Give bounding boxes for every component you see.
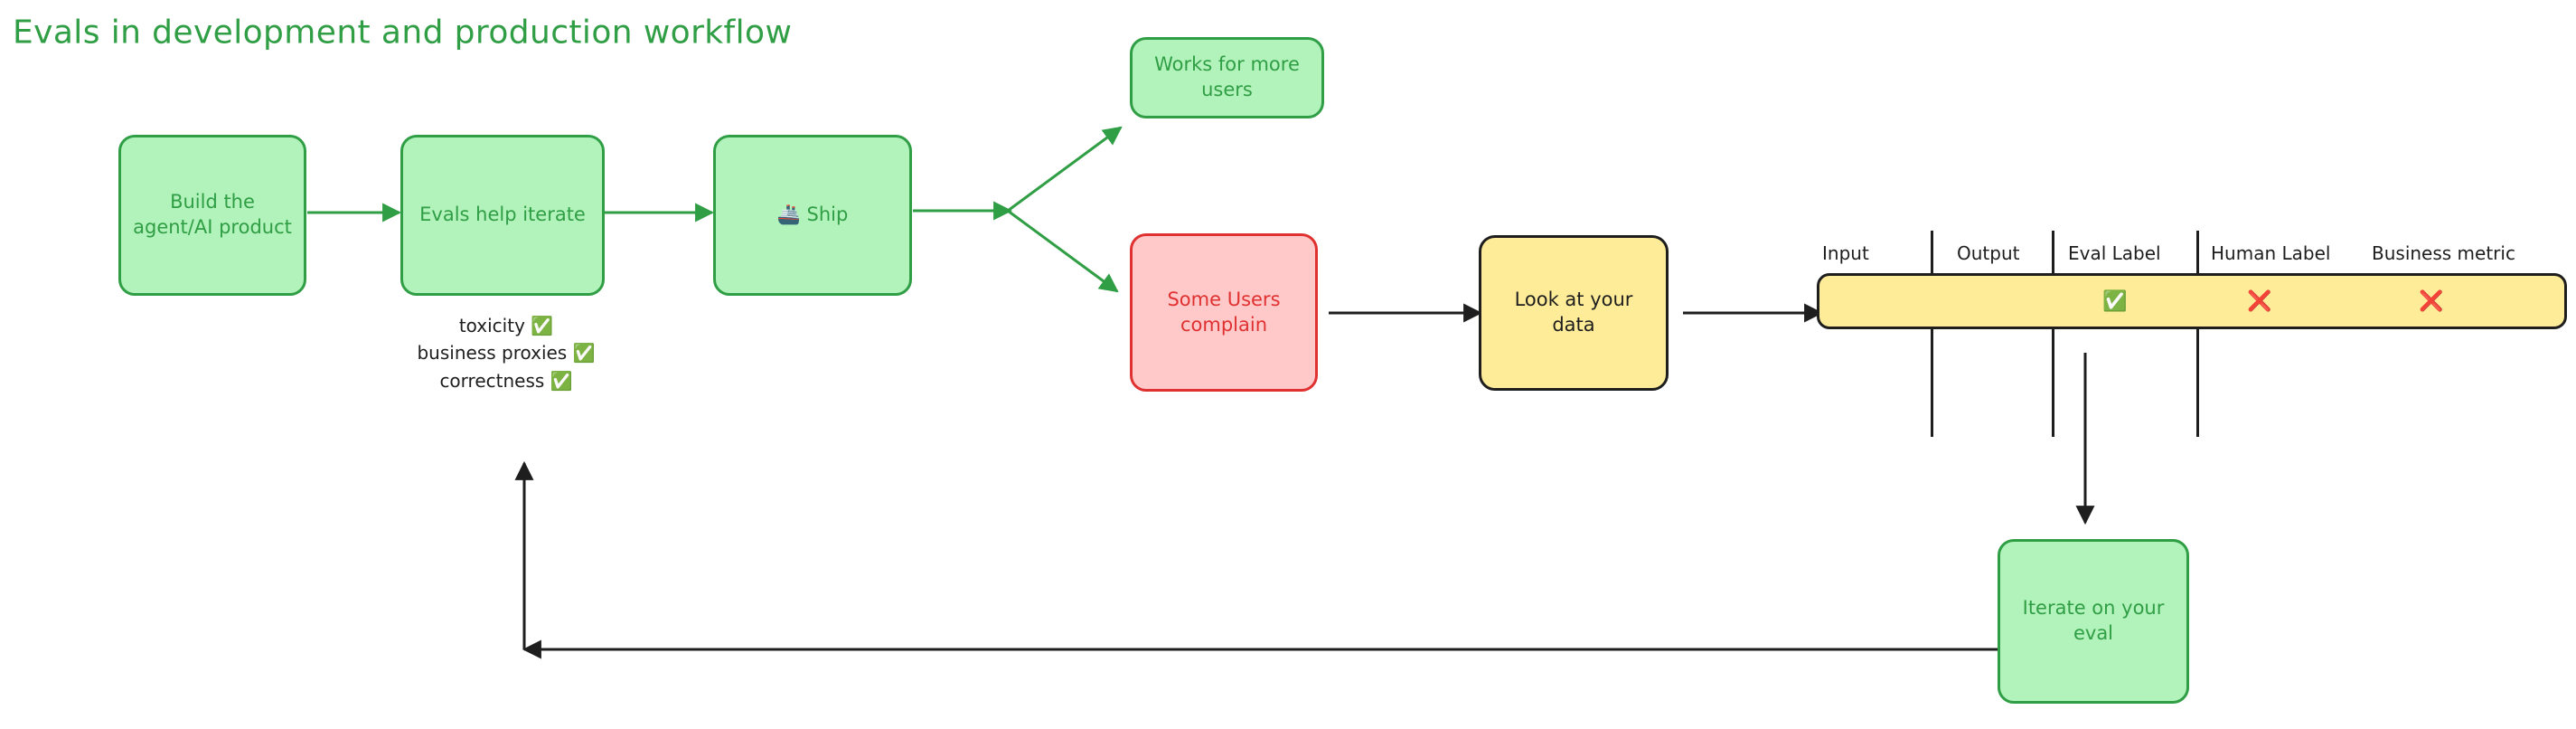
cell-eval-label-value: ✅ [2102, 290, 2128, 313]
node-some-users-complain-label: Some Users complain [1167, 288, 1281, 336]
table-row[interactable] [1817, 273, 2567, 329]
check-icon: ✅ [531, 315, 554, 336]
node-build-product-label: Build the agent/AI product [133, 191, 292, 238]
node-look-at-your-data[interactable]: Look at your data [1479, 235, 1669, 391]
metric-item: business proxies ✅ [389, 339, 624, 366]
metric-checklist: toxicity ✅ business proxies ✅ correctnes… [389, 312, 624, 394]
node-iterate-on-your-eval-label: Iterate on your eval [2022, 597, 2165, 644]
node-build-product[interactable]: Build the agent/AI product [118, 135, 306, 296]
table-header-output: Output [1957, 242, 2020, 264]
table-header-eval-label: Eval Label [2068, 242, 2161, 264]
node-evals-help-iterate[interactable]: Evals help iterate [400, 135, 605, 296]
node-evals-help-iterate-label: Evals help iterate [419, 204, 586, 226]
table-header-input: Input [1822, 242, 1869, 264]
arrow-branch-to-complain [1007, 209, 1119, 293]
metric-name: business proxies [417, 342, 568, 364]
node-look-at-your-data-label: Look at your data [1514, 289, 1633, 336]
arrow-branch-to-works [1007, 126, 1123, 213]
page-title: Evals in development and production work… [13, 14, 793, 52]
check-icon: ✅ [572, 342, 596, 364]
metric-item: toxicity ✅ [389, 312, 624, 339]
node-some-users-complain[interactable]: Some Users complain [1130, 233, 1318, 392]
table-header-row: Input Output Eval Label Human Label Busi… [1817, 242, 2567, 268]
table-column-divider [2196, 231, 2199, 437]
table-header-business-metric: Business metric [2372, 242, 2515, 264]
cell-human-label-value: ❌ [2247, 290, 2272, 313]
check-icon: ✅ [550, 369, 573, 392]
table-column-divider [1931, 231, 1933, 437]
metric-item: correctness ✅ [389, 367, 624, 394]
table-header-human-label: Human Label [2211, 242, 2331, 264]
node-ship-label: 🚢 Ship [776, 204, 849, 226]
table-column-divider [2052, 231, 2054, 437]
eval-results-table: Input Output Eval Label Human Label Busi… [1817, 226, 2567, 439]
cell-business-metric-value: ❌ [2419, 290, 2444, 313]
metric-name: toxicity [458, 315, 525, 336]
node-ship[interactable]: 🚢 Ship [713, 135, 912, 296]
node-works-for-more-users-label: Works for more users [1154, 53, 1300, 100]
node-iterate-on-your-eval[interactable]: Iterate on your eval [1998, 539, 2189, 704]
metric-name: correctness [439, 369, 545, 392]
arrow-feedback-loop [514, 460, 1999, 659]
node-works-for-more-users[interactable]: Works for more users [1130, 37, 1324, 118]
